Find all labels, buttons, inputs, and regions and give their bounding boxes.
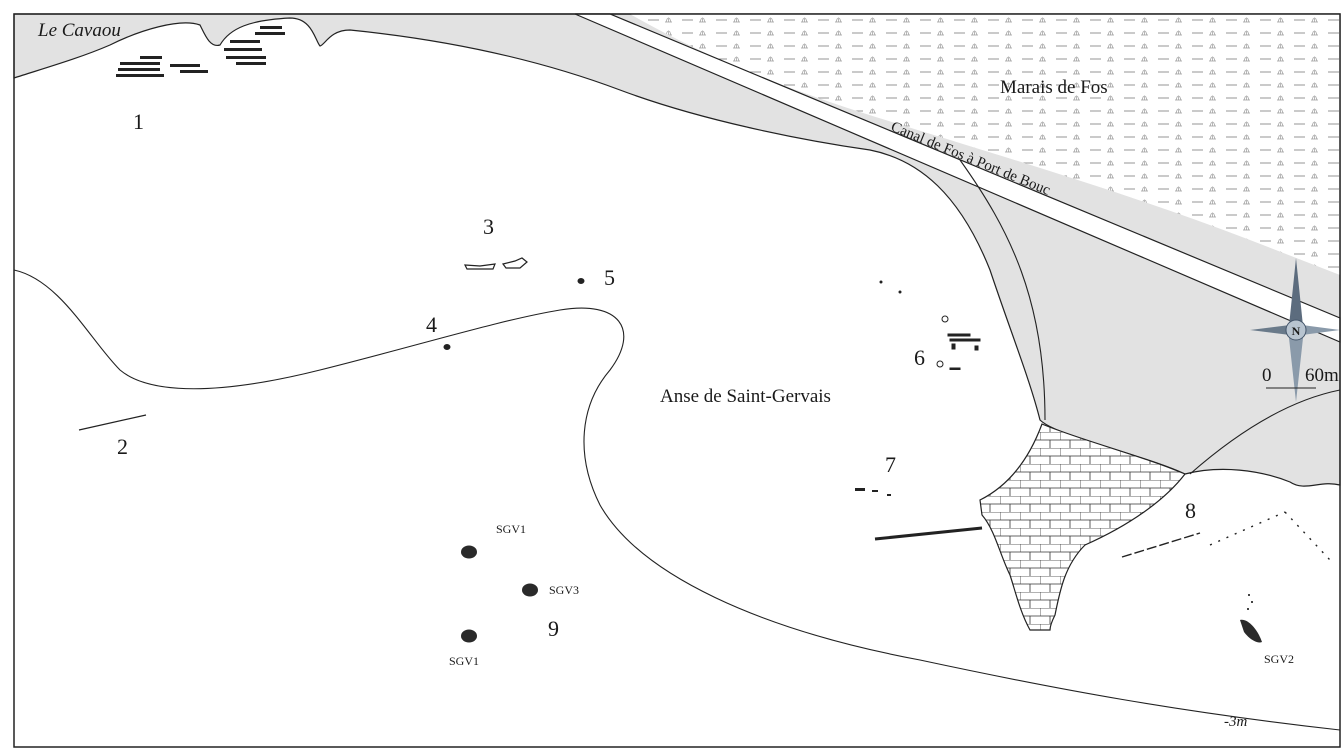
marsh-hatching (630, 14, 1340, 275)
place-marais-de-fos: Marais de Fos (1000, 77, 1108, 98)
wreck-sgv2-debris (1247, 594, 1253, 610)
site-4-marker (443, 344, 451, 350)
peninsula-line-east (1189, 389, 1341, 475)
site-number-6: 6 (914, 345, 925, 370)
wreck-label-sgv1-bottom: SGV1 (449, 654, 479, 668)
place-anse-de-saint-gervais: Anse de Saint-Gervais (660, 386, 831, 407)
wreck-label-sgv2: SGV2 (1264, 652, 1294, 666)
wreck-sgv3-marker (522, 583, 538, 597)
site-1-remains (116, 26, 285, 77)
shoal-outline (13, 269, 1341, 731)
place-le-cavaou: Le Cavaou (37, 20, 121, 41)
depth-label: -3m (1224, 714, 1247, 730)
compass-rose-icon (1250, 258, 1340, 402)
site-number-5: 5 (604, 265, 615, 290)
site-2-line (78, 414, 147, 431)
scale-end-label: 60m (1305, 365, 1339, 386)
compass-north-letter: N (1292, 324, 1301, 338)
harbour-quay (979, 423, 1186, 631)
site-6-remains (879, 280, 981, 370)
peninsula-line (959, 159, 1046, 421)
site-3-remains (463, 257, 528, 270)
scale-start-label: 0 (1262, 365, 1272, 386)
site-5-marker (577, 278, 585, 284)
site-number-4: 4 (426, 312, 437, 337)
site-number-3: 3 (483, 214, 494, 239)
map-frame (13, 13, 1341, 748)
wreck-label-sgv3: SGV3 (549, 583, 579, 597)
jetty (874, 526, 983, 541)
wreck-sgv2-marker (1240, 619, 1262, 643)
site-number-7: 7 (885, 452, 896, 477)
site-number-1: 1 (133, 109, 144, 134)
wreck-sgv1-top-marker (461, 545, 477, 559)
site-number-9: 9 (548, 616, 559, 641)
site-number-2: 2 (117, 434, 128, 459)
site-8-remains (1121, 511, 1331, 561)
wreck-label-sgv1-top: SGV1 (496, 522, 526, 536)
site-7-remains (855, 488, 891, 496)
wreck-sgv1-bottom-marker (461, 629, 477, 643)
site-number-8: 8 (1185, 498, 1196, 523)
